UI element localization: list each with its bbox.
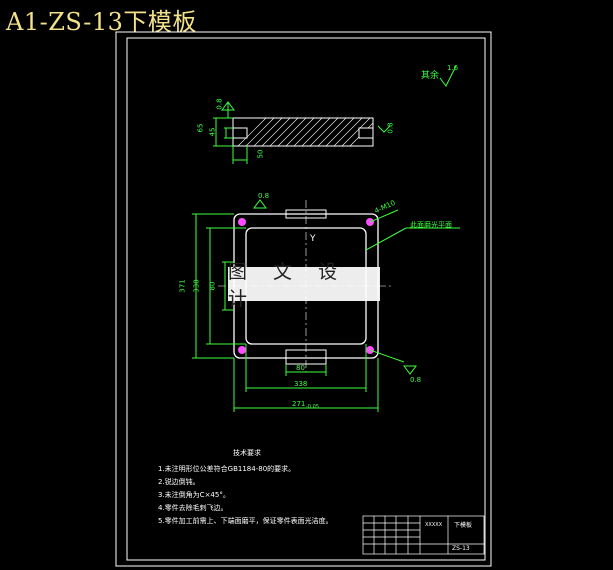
center-mark: Y	[310, 234, 316, 244]
sheet-inner-border	[126, 37, 486, 561]
title-block	[362, 515, 485, 555]
dim-mid-width: 338	[294, 380, 308, 388]
section-dim-1: 0.8	[215, 98, 224, 110]
dim-outer-height: 371	[178, 279, 187, 293]
dim-outer-width: 271	[292, 400, 306, 408]
plan-top-roughness: 0.8	[258, 192, 270, 200]
tech-note-3: 3.未注倒角为C×45°。	[158, 491, 230, 499]
dim-outer-width-tol: -0.05	[306, 404, 319, 410]
dim-inner-width: 80	[296, 364, 305, 372]
watermark-banner: 图 文 设 计	[228, 261, 380, 310]
surface-note-callout: 此面磨光平面	[410, 221, 452, 229]
section-dim-4: 50	[256, 149, 265, 159]
roughness-value: 1.6	[447, 64, 459, 72]
section-view	[213, 101, 391, 164]
corner-hole-top-left	[238, 218, 246, 226]
corner-hole-bottom-left	[238, 346, 246, 354]
plan-bottom-roughness: 0.8	[410, 376, 422, 384]
roughness-label: 其余	[421, 71, 440, 81]
tech-note-1: 1.未注明形位公差符合GB1184-80的要求。	[158, 465, 296, 473]
title-block-code: ZS-13	[452, 545, 470, 552]
section-dim-2: 65	[196, 123, 205, 133]
tech-notes-heading: 技术要求	[233, 449, 261, 457]
tech-note-4: 4.零件去除毛刺飞边。	[158, 504, 228, 512]
roughness-symbol	[439, 65, 457, 87]
dim-inner-height: 80	[208, 281, 217, 291]
tech-note-2: 2.锐边倒钝。	[158, 478, 200, 486]
section-dim-5: 0.8	[386, 122, 395, 134]
title-block-name: 下模板	[454, 522, 473, 529]
sheet-outer-border	[115, 31, 492, 567]
dim-mid-height: 338	[192, 279, 201, 293]
tech-note-5: 5.零件加工前需上、下端面磨平，保证零件表面光洁度。	[158, 517, 333, 525]
drawing-title: A1-ZS-13下模板	[6, 8, 197, 36]
section-dim-3: 45	[208, 127, 217, 137]
title-block-company: XXXXX	[425, 522, 443, 528]
